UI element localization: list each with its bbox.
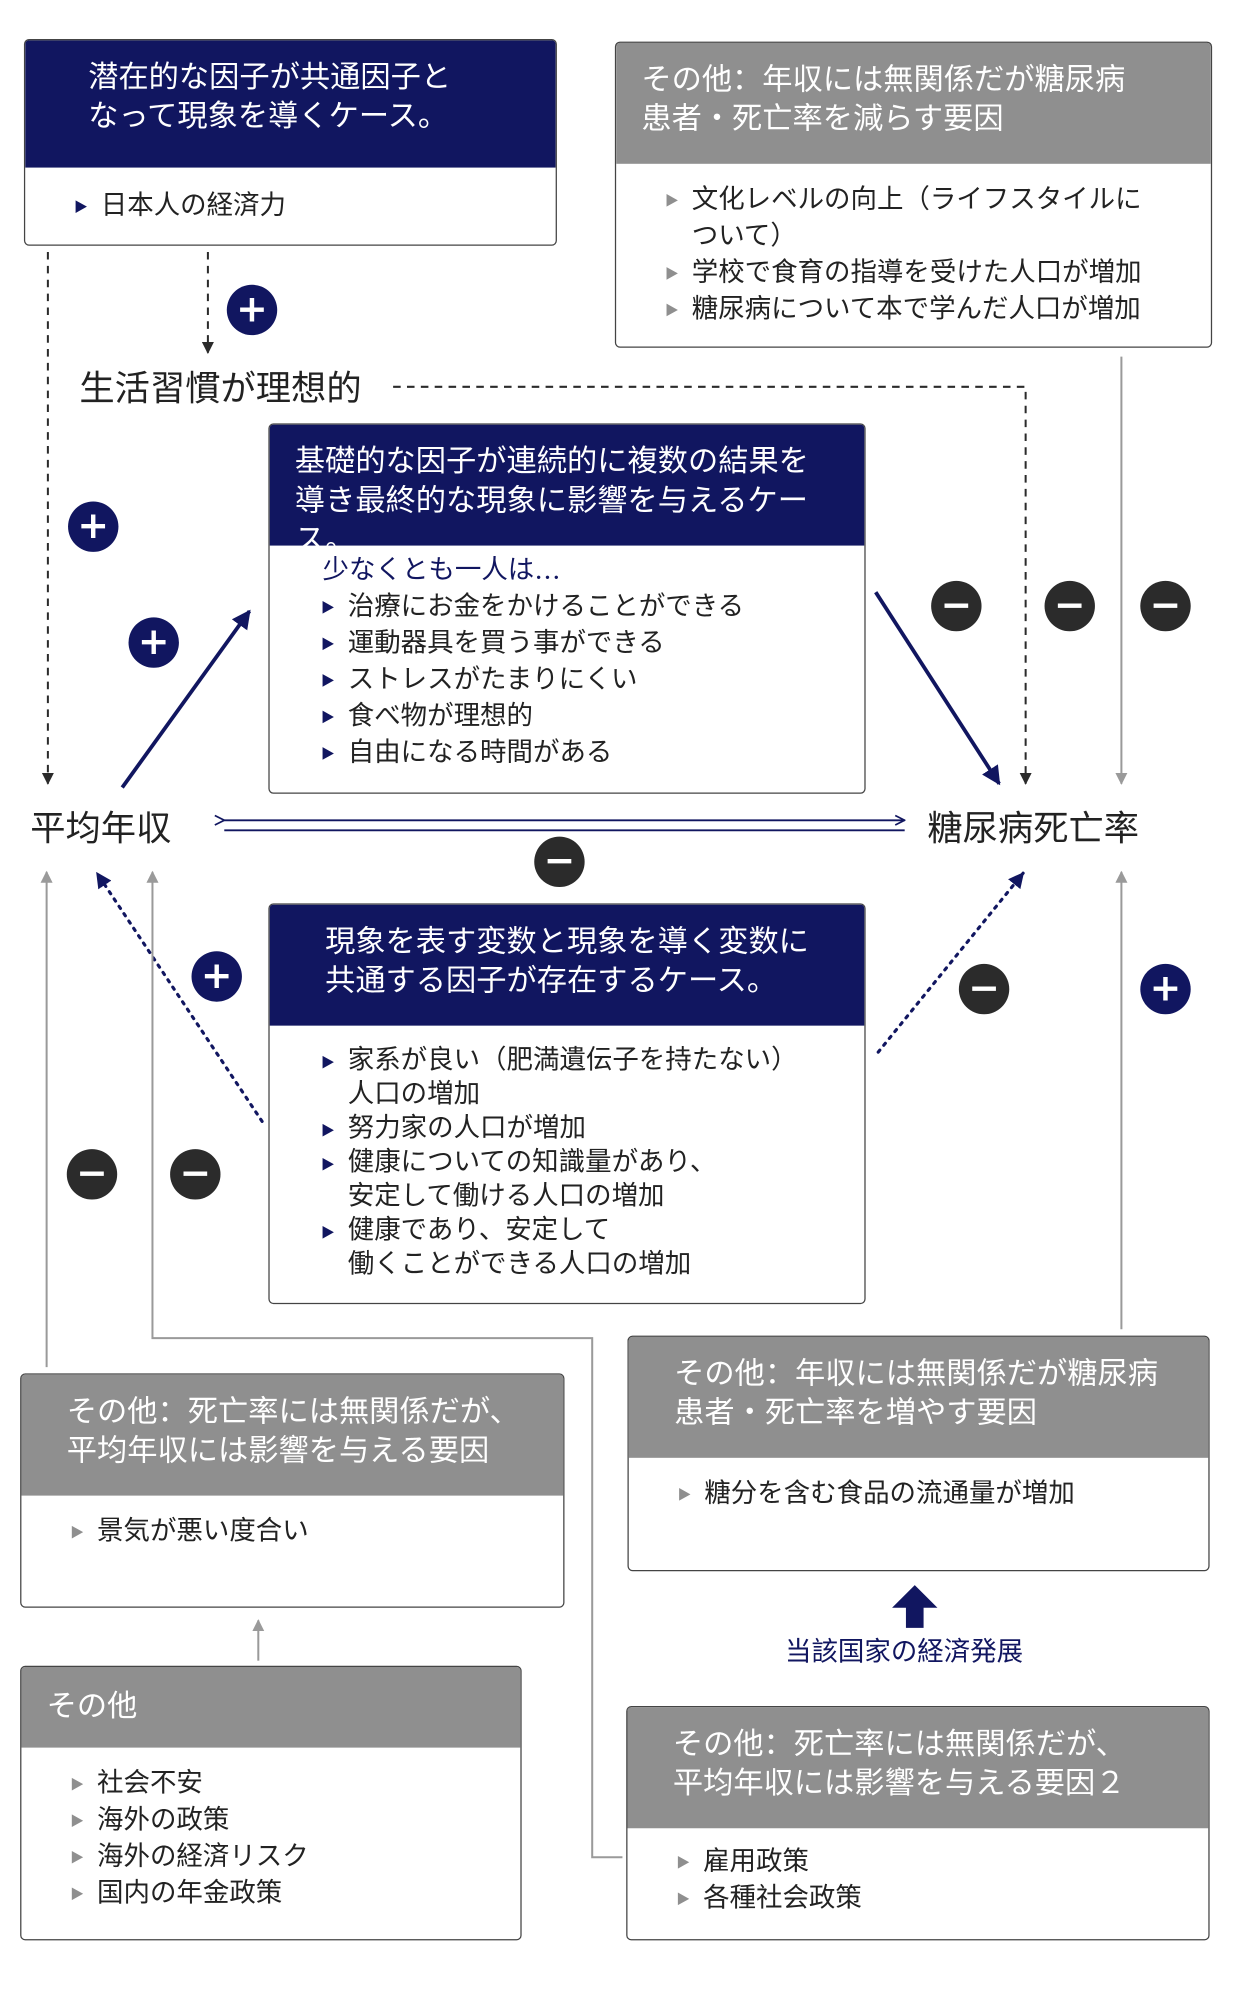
list-item: 健康についての知識量があり、 安定して働ける人口の増加	[322, 1145, 840, 1213]
title-line: 平均年収には影響を与える要因２	[672, 1765, 1126, 1801]
item-line: 健康であり、安定して	[347, 1214, 611, 1245]
economic-development-label: 当該国家の経済発展	[784, 1636, 1024, 1667]
item-line: ついて）	[691, 220, 797, 251]
plus-badge: +	[1140, 963, 1191, 1015]
box-common-factor-title: 現象を表す変数と現象を導く変数に 共通する因子が存在するケース。	[269, 904, 865, 1026]
list-item: 雇用政策	[677, 1843, 1183, 1880]
item-line: 家系が良い（肥満遺伝子を持たない）	[347, 1044, 798, 1075]
lifestyle-label: 生活習慣が理想的	[79, 367, 362, 410]
plus-badge: +	[226, 284, 278, 336]
plus-badge: +	[128, 617, 179, 668]
title-line: 潜在的な因子が共通因子と	[88, 59, 452, 95]
box-common-factor: 現象を表す変数と現象を導く変数に 共通する因子が存在するケース。 家系が良い（肥…	[268, 903, 866, 1305]
box-increase-factors-list: 糖分を含む食品の流通量が増加	[629, 1458, 1209, 1512]
list-item: 国内の年金政策	[71, 1875, 495, 1912]
item-line: 糖尿病について本で学んだ人口が増加	[691, 293, 1141, 324]
box-latent-factor: 潜在的な因子が共通因子と なって現象を導くケース。 日本人の経済力	[23, 39, 557, 246]
minus-badge: −	[1140, 580, 1191, 632]
item-line: 学校で食育の指導を受けた人口が増加	[691, 257, 1142, 288]
title-line: 導き最終的な現象に影響を与えるケース。	[294, 482, 809, 557]
box-income-only-title: その他：死亡率には無関係だが、 平均年収には影響を与える要因	[21, 1374, 564, 1496]
gray-arrow-employment-to-income	[146, 870, 623, 1859]
list-item: 自由になる時間がある	[322, 735, 840, 772]
box-reduce-factors-title: その他：年収には無関係だが糖尿病 患者・死亡率を減らす要因	[616, 42, 1211, 164]
plus-badge: +	[191, 951, 242, 1002]
item-line: 努力家の人口が増加	[347, 1112, 586, 1143]
minus-badge: −	[66, 1149, 118, 1200]
list-item: 家系が良い（肥満遺伝子を持たない） 人口の増加	[322, 1043, 840, 1111]
title-line: 平均年収には影響を与える要因	[66, 1432, 490, 1468]
list-item: 糖尿病について本で学んだ人口が増加	[666, 291, 1186, 328]
box-income-only-factors-2: その他：死亡率には無関係だが、 平均年収には影響を与える要因２ 雇用政策 各種社…	[626, 1706, 1210, 1941]
node-diabetes-mortality: 糖尿病死亡率	[927, 807, 1140, 850]
title-line: 患者・死亡率を増やす要因	[674, 1394, 1037, 1431]
title-line: その他：死亡率には無関係だが、	[672, 1726, 1126, 1762]
box-chain-case-list: 少なくとも一人は… 治療にお金をかけることができる 運動器具を買う事ができる ス…	[270, 546, 865, 772]
box-increase-factors-title: その他：年収には無関係だが糖尿病 患者・死亡率を増やす要因	[628, 1336, 1209, 1458]
box-latent-factor-title: 潜在的な因子が共通因子と なって現象を導くケース。	[25, 40, 556, 168]
box-other-list: 社会不安 海外の政策 海外の経済リスク 国内の年金政策	[21, 1748, 520, 1912]
list-item: 各種社会政策	[677, 1880, 1183, 1917]
list-item: 運動器具を買う事ができる	[322, 625, 840, 662]
minus-badge: −	[534, 836, 585, 888]
title-line: その他：年収には無関係だが糖尿病	[641, 61, 1126, 98]
list-item: 糖分を含む食品の流通量が増加	[679, 1475, 1183, 1512]
box-chain-case-title: 基礎的な因子が連続的に複数の結果を 導き最終的な現象に影響を与えるケース。	[269, 424, 865, 557]
box-income-only-2-title: その他：死亡率には無関係だが、 平均年収には影響を与える要因２	[627, 1707, 1209, 1829]
box-common-factor-list: 家系が良い（肥満遺伝子を持たない） 人口の増加 努力家の人口が増加 健康について…	[270, 1026, 865, 1282]
box-reduce-factors-list: 文化レベルの向上（ライフスタイルに ついて） 学校で食育の指導を受けた人口が増加…	[616, 164, 1211, 328]
list-item: 食べ物が理想的	[322, 698, 840, 735]
list-item: 学校で食育の指導を受けた人口が増加	[666, 255, 1186, 292]
list-item: 日本人の経済力	[75, 188, 531, 225]
box-income-only-factors: その他：死亡率には無関係だが、 平均年収には影響を与える要因 景気が悪い度合い	[20, 1373, 565, 1608]
title-line: その他：年収には無関係だが糖尿病	[674, 1355, 1158, 1392]
list-item: 海外の政策	[71, 1802, 495, 1839]
minus-badge: −	[1044, 580, 1095, 632]
title-line: その他	[46, 1688, 138, 1724]
list-item: 文化レベルの向上（ライフスタイルに ついて）	[666, 181, 1186, 254]
title-line: 患者・死亡率を減らす要因	[641, 100, 1004, 137]
item-line: 人口の増加	[347, 1078, 481, 1109]
box-income-only-2-list: 雇用政策 各種社会政策	[627, 1828, 1208, 1916]
list-item: 海外の経済リスク	[71, 1838, 495, 1875]
title-line: 現象を表す変数と現象を導く変数に	[325, 923, 809, 959]
list-subhead: 少なくとも一人は…	[322, 554, 561, 585]
box-income-only-list: 景気が悪い度合い	[21, 1496, 563, 1550]
list-item: 努力家の人口が増加	[322, 1111, 840, 1145]
list-item: 治療にお金をかけることができる	[322, 588, 840, 625]
dotted-arrow-bottombox-to-mortality	[876, 871, 1025, 1054]
box-other: その他 社会不安 海外の政策 海外の経済リスク 国内の年金政策	[20, 1665, 522, 1941]
list-item: 景気が悪い度合い	[71, 1513, 538, 1550]
item-line: 働くことができる人口の増加	[347, 1248, 692, 1279]
title-line: その他：死亡率には無関係だが、	[66, 1393, 520, 1429]
box-latent-factor-list: 日本人の経済力	[25, 168, 555, 225]
list-item: 健康であり、安定して 働くことができる人口の増加	[322, 1213, 840, 1281]
item-line: 安定して働ける人口の増加	[347, 1180, 665, 1211]
title-line: 基礎的な因子が連続的に複数の結果を	[294, 443, 809, 479]
dotted-arrow-bottombox-to-income	[95, 871, 264, 1123]
navy-arrow-income-to-center	[120, 609, 252, 789]
box-reduce-factors: その他：年収には無関係だが糖尿病 患者・死亡率を減らす要因 文化レベルの向上（ラ…	[614, 41, 1213, 348]
navy-arrow-center-to-mortality	[874, 591, 1001, 786]
box-other-title: その他	[21, 1666, 521, 1748]
title-line: 共通する因子が存在するケース。	[325, 962, 778, 998]
node-average-income: 平均年収	[30, 807, 172, 850]
list-item: ストレスがたまりにくい	[322, 662, 840, 699]
minus-badge: −	[170, 1149, 221, 1200]
item-line: 健康についての知識量があり、	[347, 1146, 717, 1177]
box-chain-case: 基礎的な因子が連続的に複数の結果を 導き最終的な現象に影響を与えるケース。 少な…	[268, 423, 866, 794]
plus-badge: +	[68, 501, 119, 552]
list-item: 社会不安	[71, 1765, 495, 1802]
item-line: 文化レベルの向上（ライフスタイルに	[691, 183, 1142, 215]
minus-badge: −	[931, 580, 982, 632]
thick-up-arrow-economic	[892, 1585, 938, 1628]
dashed-arrow-lifestyle-to-mortality	[393, 385, 1032, 785]
title-line: なって現象を導くケース。	[88, 98, 449, 134]
box-increase-factors: その他：年収には無関係だが糖尿病 患者・死亡率を増やす要因 糖分を含む食品の流通…	[627, 1335, 1210, 1572]
minus-badge: −	[958, 963, 1010, 1015]
